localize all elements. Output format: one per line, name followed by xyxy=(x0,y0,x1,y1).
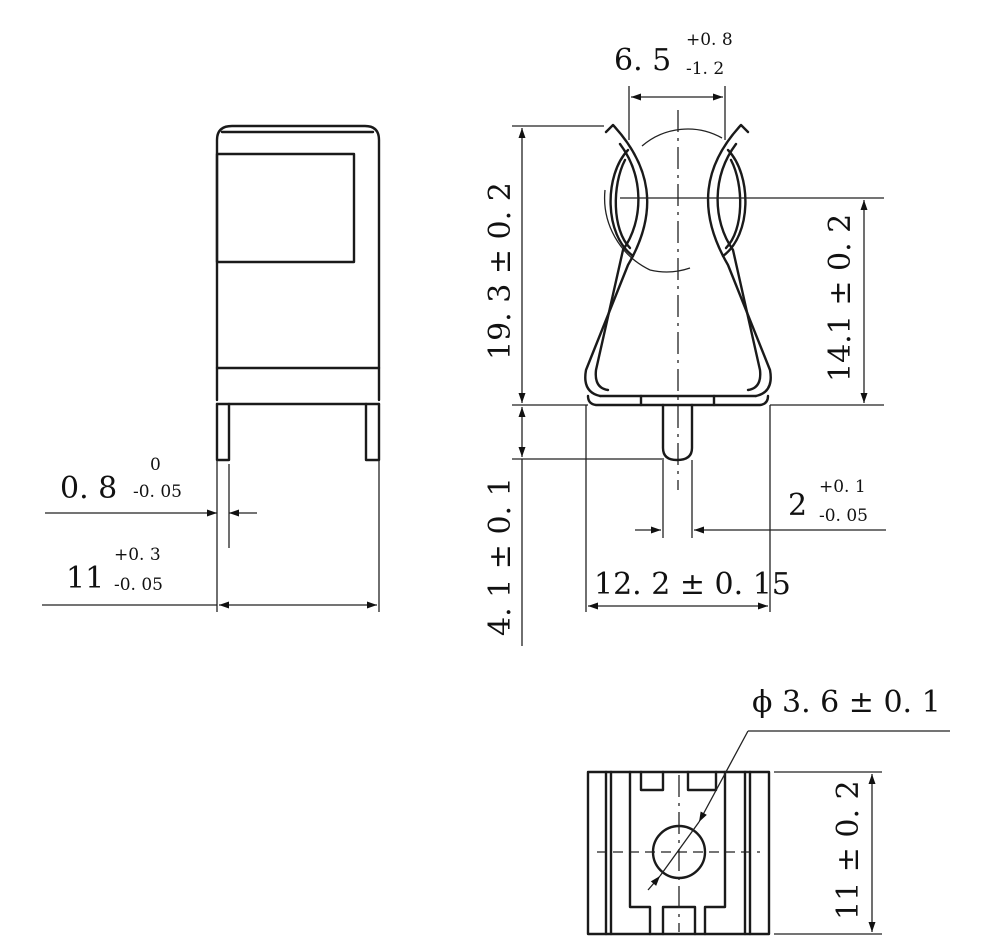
side-label-window xyxy=(215,152,356,264)
width-nominal: 11 xyxy=(66,561,104,596)
hole-diameter-label: ϕ 3. 6 ± 0. 1 xyxy=(752,685,941,720)
pin-length-label: 4. 1 ± 0. 1 xyxy=(483,477,518,636)
bottom-outline xyxy=(586,770,771,936)
clip-center-height-label: 14.1 ± 0. 2 xyxy=(823,214,858,382)
bottom-view: ϕ 3. 6 ± 0. 1 11 ± 0. 2 xyxy=(586,685,950,936)
width-lower-tol: -0. 05 xyxy=(114,575,163,595)
front-view: 6. 5 +0. 8 -1. 2 19. 3 ± 0. 2 14.1 ± 0. … xyxy=(483,30,886,646)
bottom-height-label: 11 ± 0. 2 xyxy=(831,780,866,920)
opening-nominal: 6. 5 xyxy=(614,43,671,78)
thickness-nominal: 0. 8 xyxy=(60,471,117,506)
opening-upper-tol: +0. 8 xyxy=(686,30,733,50)
clip-base xyxy=(586,394,770,407)
side-right-leg xyxy=(364,402,381,462)
total-height-label: 19. 3 ± 0. 2 xyxy=(483,182,518,360)
side-view: 0. 8 0 -0. 05 11 +0. 3 -0. 05 xyxy=(42,124,381,612)
pin-width-upper-tol: +0. 1 xyxy=(819,477,866,497)
side-body-outline xyxy=(215,124,381,402)
opening-lower-tol: -1. 2 xyxy=(686,59,724,79)
pin-width-lower-tol: -0. 05 xyxy=(819,506,868,526)
bottom-inner-frame xyxy=(628,770,727,936)
pin-width-nominal: 2 xyxy=(788,488,807,523)
thickness-upper-tol: 0 xyxy=(150,455,161,475)
thickness-lower-tol: -0. 05 xyxy=(133,482,182,502)
width-upper-tol: +0. 3 xyxy=(114,545,161,565)
center-pin xyxy=(661,403,694,462)
side-left-leg xyxy=(215,402,231,462)
left-spring-arm xyxy=(584,123,649,398)
base-width-label: 12. 2 ± 0. 15 xyxy=(594,567,791,602)
right-spring-arm xyxy=(706,123,772,398)
